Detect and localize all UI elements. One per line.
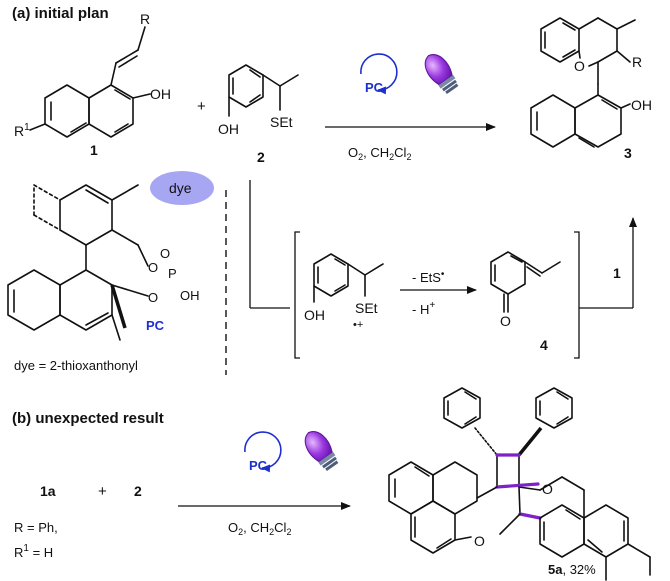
- proton-loss: - H+: [412, 300, 435, 317]
- bracket-right: [574, 231, 580, 359]
- oh-label-2: OH: [218, 121, 239, 137]
- phosphate-o3: O: [148, 290, 158, 305]
- svg-text:PC: PC: [249, 458, 268, 473]
- oh-label-4: OH: [304, 307, 325, 323]
- bracket-left: [294, 231, 300, 359]
- radical-cation-structure: [313, 253, 384, 303]
- o-ring-label: O: [574, 58, 585, 74]
- lamp-icon: [419, 48, 462, 97]
- svg-text:PC: PC: [365, 80, 384, 95]
- set-label-2: SEt: [355, 300, 378, 316]
- oh-label-3: OH: [631, 97, 652, 113]
- radical-loss: - EtS•: [412, 269, 445, 285]
- oh-label: OH: [150, 86, 171, 102]
- arrow-label-1: 1: [613, 265, 621, 281]
- compound-1-structure: [29, 26, 151, 138]
- compound-1-label: 1: [90, 142, 98, 158]
- pc-catalyst-structure: [7, 184, 149, 341]
- lamp-icon-b: [299, 425, 342, 474]
- phosphate-o1: O: [148, 260, 158, 275]
- set-label: SEt: [270, 114, 293, 130]
- compound-3-label: 3: [624, 145, 632, 161]
- compound-2-structure: [228, 64, 299, 117]
- compound-2-label: 2: [257, 149, 265, 165]
- o-bottom-label: O: [474, 533, 485, 549]
- r-definition: R = Ph,: [14, 520, 58, 535]
- pc-label: PC: [146, 318, 165, 333]
- radical-cation-marker: •+: [353, 319, 363, 331]
- r-product-label: R: [632, 54, 642, 70]
- dye-definition: dye = 2-thioxanthonyl: [14, 358, 138, 373]
- conditions-b: O2, CH2Cl2: [228, 520, 291, 537]
- plus-sign: +: [197, 98, 206, 115]
- section-a-title: (a) initial plan: [12, 5, 109, 22]
- compound-5a-structure: [388, 387, 651, 581]
- o-top-label: O: [542, 481, 553, 497]
- conditions-a: O2, CH2Cl2: [348, 145, 411, 162]
- phosphate-p: P: [168, 266, 177, 281]
- section-b-title: (b) unexpected result: [12, 410, 164, 427]
- r1-label: R1: [14, 122, 30, 139]
- r1-definition: R1 = H: [14, 543, 53, 560]
- r-label: R: [140, 11, 150, 27]
- phosphate-o2: O: [160, 246, 170, 261]
- pc-cycle-icon: PC: [360, 53, 398, 95]
- dye-label: dye: [169, 180, 192, 196]
- compound-4-label: 4: [540, 337, 548, 353]
- compound-2-label-b: 2: [134, 483, 142, 499]
- product-5a-label: 5a, 32%: [548, 562, 596, 577]
- phosphate-oh: OH: [180, 288, 200, 303]
- dye-bubble: [150, 171, 214, 205]
- pc-cycle-icon-b: PC: [244, 431, 282, 473]
- plus-sign-b: +: [98, 483, 107, 500]
- ketone-o-label: O: [500, 313, 511, 329]
- compound-4-structure: [490, 251, 561, 313]
- compound-3-structure: [530, 17, 636, 148]
- compound-1a-label: 1a: [40, 483, 56, 499]
